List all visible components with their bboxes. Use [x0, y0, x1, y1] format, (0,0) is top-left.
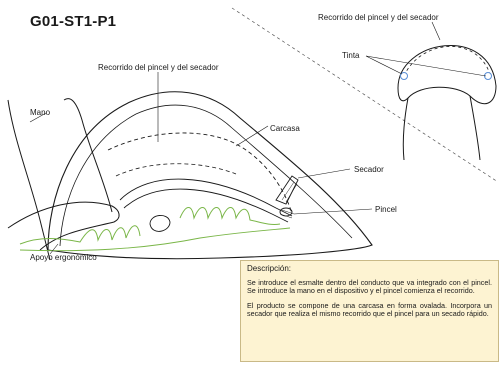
leader-tinta [365, 55, 487, 77]
nail-shape [149, 215, 171, 232]
description-paragraph-1: Se introduce el esmalte dentro del condu… [247, 277, 492, 296]
description-heading: Descripción: [247, 264, 292, 273]
label-tinta: Tinta [342, 51, 360, 60]
casing-outline [47, 91, 373, 260]
label-secador: Secador [354, 165, 384, 174]
casing-inner [59, 104, 353, 247]
leader-carcasa [235, 125, 269, 147]
label-recorrido-main: Recorrido del pincel y del secador [98, 63, 219, 72]
dryer-lines [281, 181, 298, 203]
inset-finger [402, 95, 481, 161]
label-recorrido-inset: Recorrido del pincel y del secador [318, 13, 439, 22]
path-dashed [107, 132, 293, 215]
description-paragraph-2: El producto se compone de una carcasa en… [247, 300, 492, 319]
leader-apoyo [49, 243, 59, 255]
hand-outline [7, 98, 113, 261]
inset-nail-outline [397, 44, 497, 105]
brush-bristles [279, 209, 295, 219]
conduit [119, 178, 293, 223]
inset-path-dashed [403, 46, 491, 77]
hand-finger [7, 201, 120, 251]
ergonomic-support [19, 207, 281, 245]
description-box: Descripción: Se introduce el esmalte den… [240, 260, 499, 362]
label-carcasa: Carcasa [270, 124, 300, 133]
page-title: G01-ST1-P1 [30, 13, 117, 30]
label-mano: Mano [30, 108, 51, 117]
leader-pincel [293, 208, 373, 215]
leader-recorrido-inset [431, 21, 441, 41]
label-apoyo: Apoyo ergonómico [30, 253, 97, 262]
dryer-nozzle [275, 175, 299, 205]
label-pincel: Pincel [375, 205, 397, 214]
leader-mano [29, 112, 47, 123]
divider-line [231, 7, 499, 183]
path-dashed-lower [115, 163, 237, 177]
ergonomic-base [19, 227, 291, 252]
leader-secador [297, 168, 351, 179]
inset-dot-left [400, 72, 408, 80]
